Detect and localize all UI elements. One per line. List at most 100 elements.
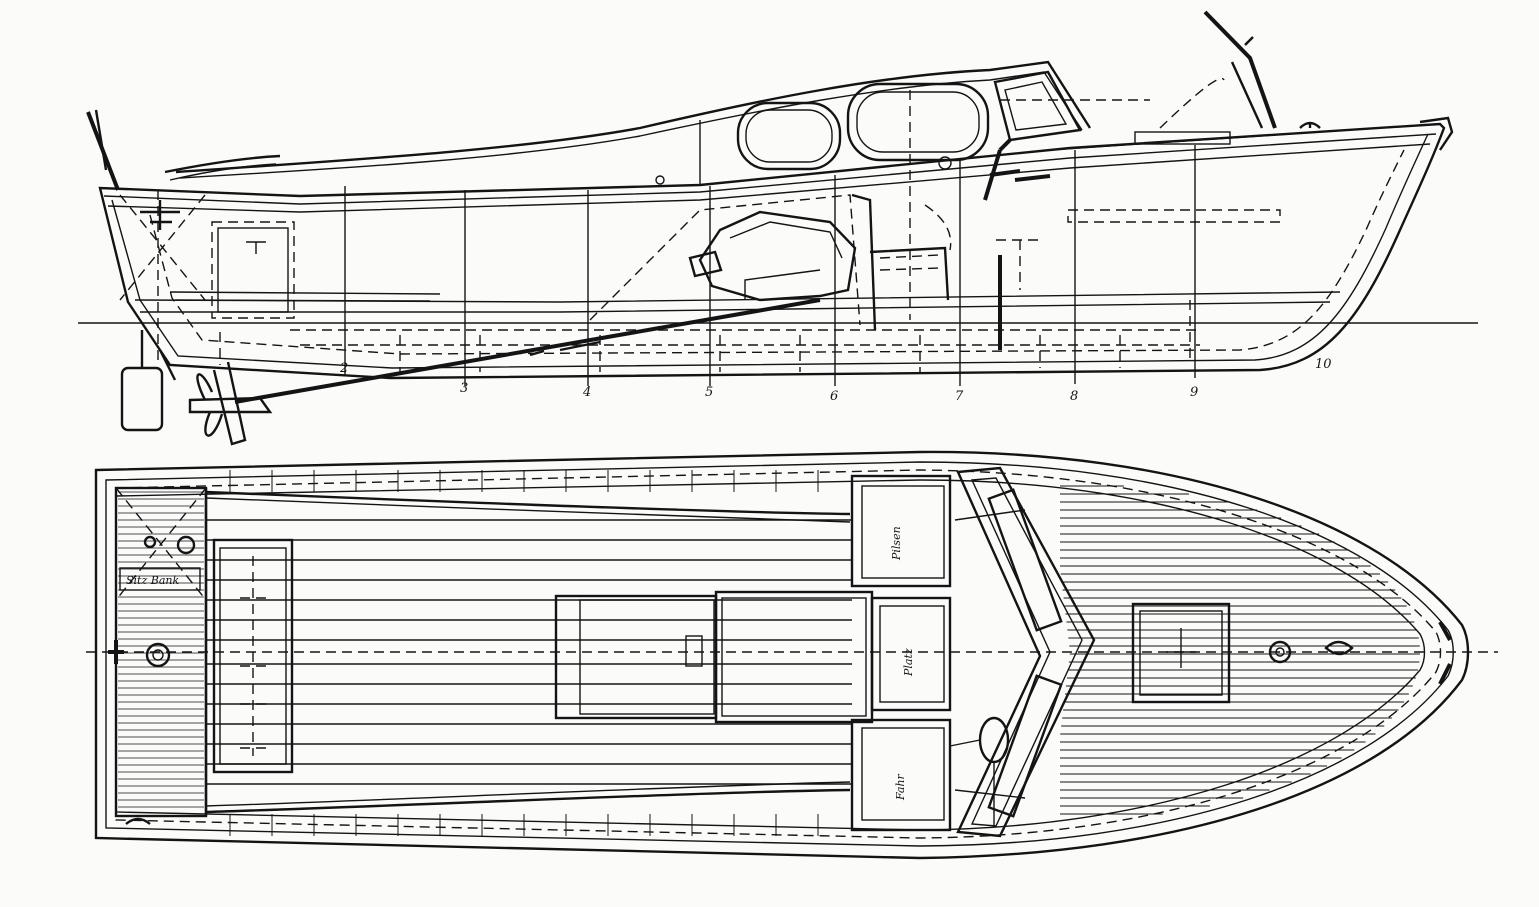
stern-locker-side-inner bbox=[217, 227, 289, 313]
cabin-window-aft-inner bbox=[745, 109, 833, 163]
windscreen-pane-upper bbox=[987, 488, 1063, 632]
stern-locker-label: Sitz Bank bbox=[126, 574, 179, 587]
engine-head bbox=[729, 221, 843, 300]
stern-bolt-starboard bbox=[176, 535, 196, 555]
engine-cylinder bbox=[688, 250, 723, 278]
upper-seat bbox=[850, 474, 952, 588]
forward-deck-line bbox=[1049, 123, 1441, 151]
stern-locker-side bbox=[211, 221, 295, 319]
bow-cleat bbox=[1324, 640, 1354, 656]
forward-deck-hatch bbox=[1134, 131, 1231, 145]
middle-seat-label: Platz bbox=[902, 648, 915, 677]
propeller-blade-upper bbox=[196, 373, 214, 401]
engine-box-latch bbox=[685, 635, 703, 667]
cabin-vent bbox=[938, 156, 952, 170]
lower-seat-inner bbox=[861, 727, 945, 821]
bilge-frames bbox=[219, 300, 1200, 372]
engine-block bbox=[698, 210, 857, 302]
bow-deck-fitting bbox=[1268, 640, 1292, 664]
cockpit-coaming bbox=[169, 291, 441, 302]
stern-deck-fitting-core bbox=[152, 649, 164, 661]
cabin-side-deck bbox=[205, 497, 851, 807]
cabin-window-forward-inner bbox=[856, 91, 980, 153]
upper-seat-label: Pilsen bbox=[890, 526, 903, 561]
forward-hatch-cross bbox=[1166, 628, 1196, 668]
stern-seat-hatch-inner bbox=[219, 547, 287, 765]
middle-seat-inner bbox=[879, 605, 945, 703]
lower-seat-label: Fahr bbox=[894, 773, 907, 801]
station-label: 4 bbox=[582, 385, 591, 400]
fuel-tank-lines bbox=[879, 254, 941, 271]
deck-plan-view: Sitz Bank Pilsen Platz Fahr bbox=[86, 450, 1498, 860]
engine-box-inner bbox=[579, 599, 715, 715]
stern-cleat-plan bbox=[125, 817, 151, 825]
stern-deck-cross bbox=[115, 487, 207, 601]
stern-locker-plate bbox=[119, 567, 201, 591]
station-ticks bbox=[344, 145, 1196, 386]
deck-hull-outline bbox=[94, 450, 1470, 860]
shaft-coupling bbox=[529, 325, 661, 357]
station-label: 7 bbox=[955, 389, 964, 404]
sheer-line-lower bbox=[107, 143, 1431, 213]
forward-hatch-inner bbox=[1139, 610, 1223, 696]
stern-deck-rail bbox=[164, 154, 281, 174]
steering-cable bbox=[949, 739, 995, 826]
deck-edge-inner bbox=[115, 479, 1426, 831]
propeller-skeg bbox=[212, 361, 247, 446]
station-label: 10 bbox=[1315, 357, 1332, 372]
hull-dashed-frame-line bbox=[149, 149, 1405, 355]
stern-bolt-port bbox=[143, 535, 157, 549]
station-label: 5 bbox=[705, 385, 713, 400]
stern-deck-rail-inner bbox=[169, 163, 277, 181]
station-label: 9 bbox=[1190, 385, 1198, 400]
station-label: 8 bbox=[1070, 389, 1078, 404]
foredeck-planking bbox=[1060, 485, 1420, 815]
forward-engine-cover bbox=[714, 590, 874, 724]
mooring-cleat bbox=[1299, 121, 1321, 129]
upper-seat-inner bbox=[861, 485, 945, 579]
hull-port-light bbox=[655, 175, 665, 185]
engine-bed-line bbox=[589, 194, 861, 326]
stern-locker-handle bbox=[246, 241, 266, 254]
chine-line-lower bbox=[140, 301, 1331, 313]
windscreen-pane-lower bbox=[987, 674, 1063, 818]
cabin-window-aft bbox=[736, 101, 842, 171]
windscreen-frame bbox=[993, 70, 1082, 142]
windscreen-chevron bbox=[956, 466, 1096, 838]
propeller-blade-lower bbox=[204, 411, 224, 437]
mast-swing-arc bbox=[1159, 77, 1225, 129]
bulkhead-engine bbox=[851, 193, 950, 331]
forward-hatch bbox=[1131, 602, 1231, 704]
dashboard-lines bbox=[954, 509, 1026, 799]
mast-brace bbox=[1230, 36, 1264, 129]
steering-sweep-arc bbox=[924, 204, 952, 251]
stern-deck-frame bbox=[114, 486, 208, 818]
deck-hull-inner bbox=[105, 461, 1454, 847]
cabin-coaming-plan bbox=[204, 488, 851, 816]
rudder-stock bbox=[140, 330, 177, 381]
propeller-hub bbox=[188, 396, 273, 414]
middle-seat bbox=[870, 596, 952, 712]
cabin-floor-planking bbox=[206, 470, 852, 836]
stern-seat-marks bbox=[240, 556, 266, 756]
stern-deck-planking bbox=[118, 491, 204, 808]
hull-outline bbox=[98, 122, 1446, 380]
cabin-window-forward bbox=[846, 82, 990, 162]
stern-diagonal-brace bbox=[119, 194, 206, 301]
signal-mast bbox=[1203, 10, 1277, 129]
station-label: 6 bbox=[830, 389, 838, 404]
bow-stem bbox=[1419, 116, 1454, 151]
steering-column bbox=[983, 138, 1051, 201]
forward-engine-cover-inner bbox=[721, 597, 867, 717]
propeller-shaft bbox=[234, 298, 821, 404]
station-label: 3 bbox=[460, 381, 468, 396]
windscreen-glass bbox=[1004, 81, 1068, 131]
deck-hull-dash bbox=[115, 469, 1442, 839]
hull-inner-line bbox=[111, 133, 1429, 369]
forward-rubbing-strip bbox=[1067, 209, 1281, 223]
stern-flagpole-socket bbox=[108, 640, 124, 664]
stern-deck-fitting bbox=[145, 642, 171, 668]
